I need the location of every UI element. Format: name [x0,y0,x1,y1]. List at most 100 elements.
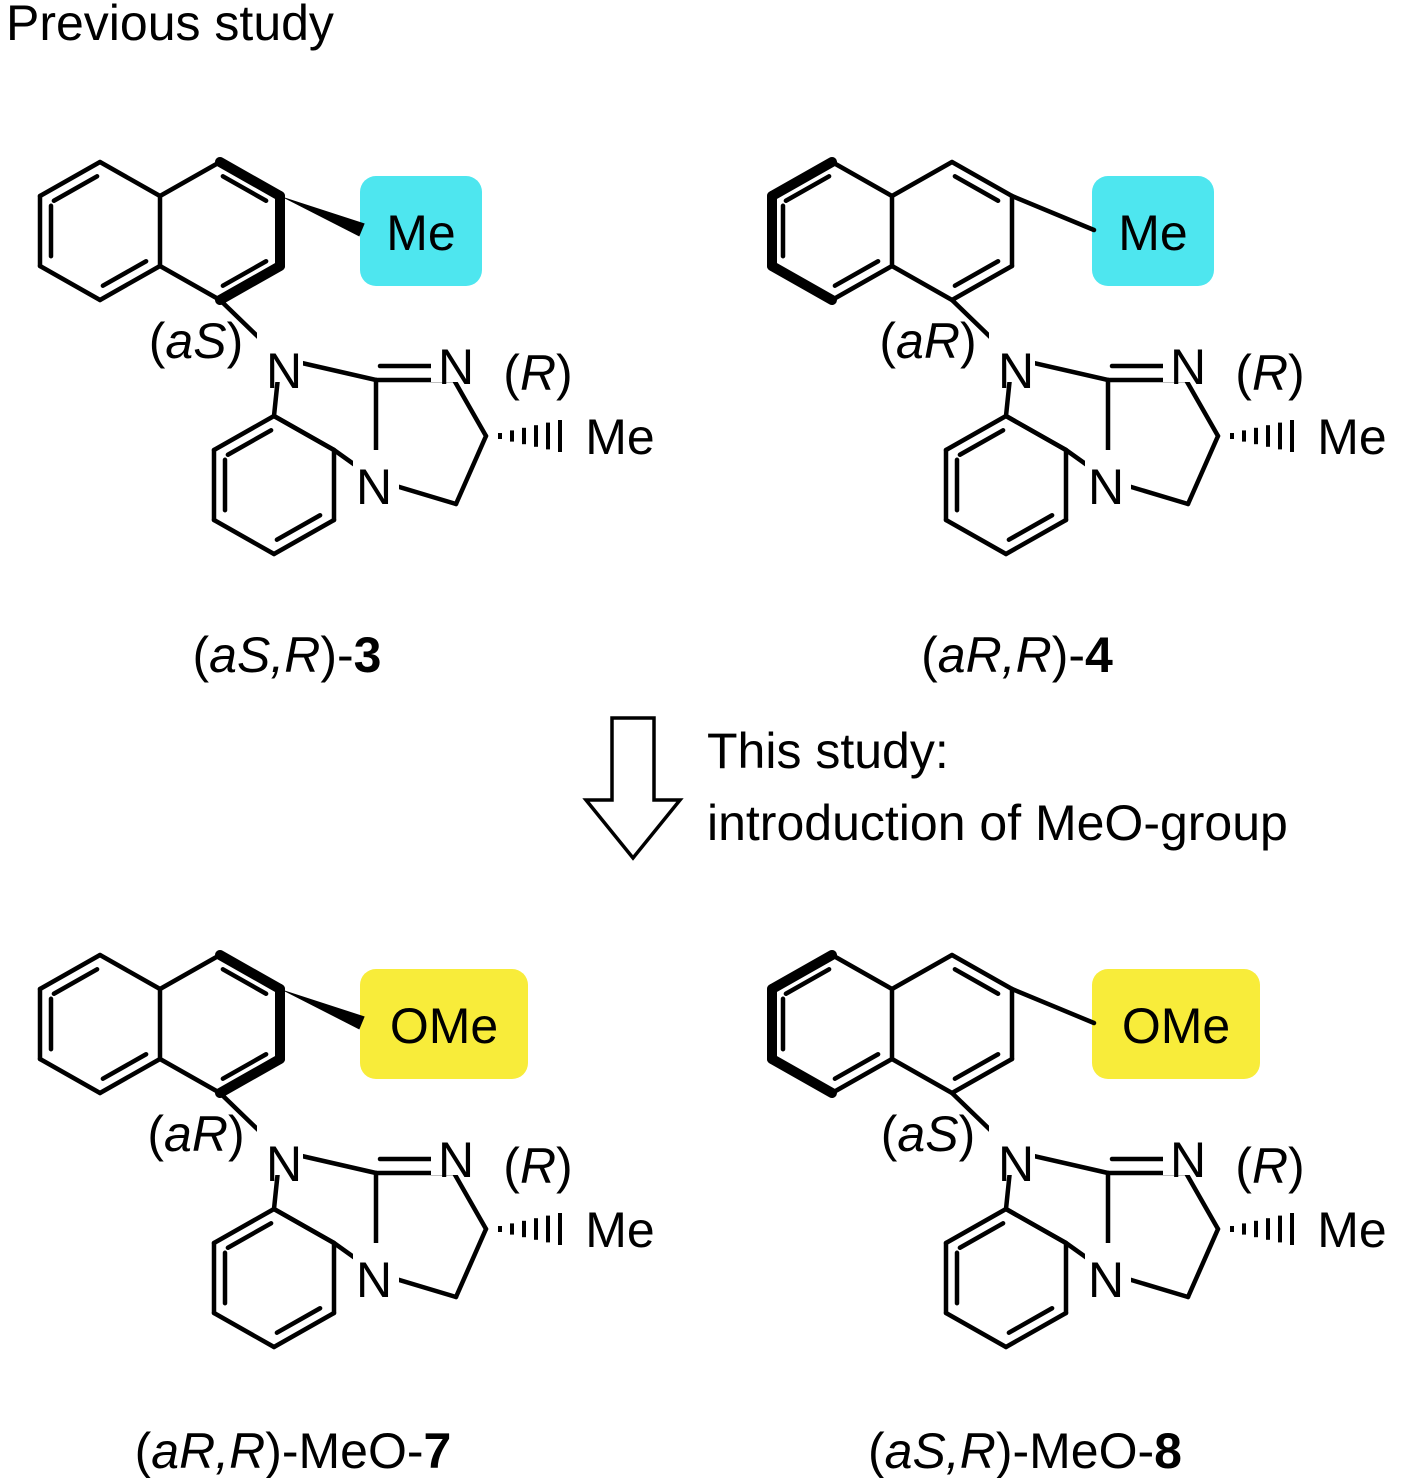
double-bond-line [783,174,832,204]
bond-line [1185,433,1221,507]
bond-line [1183,1170,1221,1232]
atom-n-imine: N [1170,339,1206,395]
bond-line [943,1310,1009,1350]
caption-7: (aR,R)-MeO-7 [135,1423,452,1478]
bond-line [453,1226,489,1300]
atom-methyl-label: Me [585,409,654,465]
stereocenter-label: (R) [503,1138,572,1194]
atom-n-imine: N [1170,1132,1206,1188]
double-bond-line [225,1221,274,1251]
double-bond-line [952,1051,1001,1081]
label-knockout [1163,330,1209,382]
bond-line [889,1056,955,1096]
label-knockout [1085,450,1131,502]
double-bond-line [220,174,269,204]
substituent-highlight [360,176,482,286]
double-bond-line [952,258,1001,288]
bond-line [453,433,489,507]
double-bond-line [832,1051,881,1081]
atom-methyl-label: Me [1317,1202,1386,1258]
bond-line [37,159,103,199]
atom-n-ring: N [1088,459,1124,515]
double-bond-line [51,967,100,997]
atom-n-imine: N [438,339,474,395]
bond-line [97,159,163,199]
double-bond-line [783,967,832,997]
atom-n-benzimidazole: N [266,1136,302,1192]
bond-line [1003,1206,1069,1246]
stereocenter-label: (R) [503,345,572,401]
double-bond-line [100,258,149,288]
bond-line [889,159,955,199]
double-bond-line [220,967,269,997]
label-knockout [257,1123,303,1175]
substituent-label: Me [1118,205,1187,261]
label-knockout [257,330,303,382]
bond-line [829,1056,895,1096]
bond-line [211,1206,277,1246]
double-bond-line [220,258,269,288]
bond-line [157,952,223,992]
bond-line [1183,377,1221,439]
double-bond-line [957,428,1006,458]
double-bond-line [274,512,323,542]
heading-previous-study: Previous study [6,0,334,51]
bond-line [949,159,1015,199]
bond-line [949,1056,1015,1096]
double-bond-line [100,1051,149,1081]
double-bond-line [832,258,881,288]
down-arrow-icon [582,716,684,861]
axial-chirality-label: (aS) [149,313,243,369]
arrow-text-line2: introduction of MeO-group [707,795,1288,851]
bond-line [1003,517,1069,557]
atom-n-benzimidazole: N [998,343,1034,399]
wedge-bond [280,989,365,1030]
bond-line [1003,1310,1069,1350]
label-knockout [353,450,399,502]
bond-line [271,1310,337,1350]
bond-line [451,377,489,439]
label-knockout [989,1123,1035,1175]
double-bond-line [274,1305,323,1335]
molecule-skeleton [37,157,562,557]
double-bond-line [1006,512,1055,542]
substituent-label: Me [386,205,455,261]
double-bond-line [957,1221,1006,1251]
bond-line [215,261,285,305]
arrow-text-line1: This study: [707,723,949,779]
double-bond-line [220,1051,269,1081]
double-bond-line [225,428,274,458]
atom-methyl-label: Me [585,1202,654,1258]
bond-line [451,1170,489,1232]
bond-line [211,1310,277,1350]
bond-line [97,952,163,992]
caption-3: (aS,R)-3 [193,627,382,683]
label-knockout [353,1243,399,1295]
bond-line [215,1054,285,1098]
bond-line [889,952,955,992]
substituent-highlight [360,969,528,1079]
substituent-label: OMe [1122,998,1230,1054]
bond-line [889,263,955,303]
bond-line [37,952,103,992]
stereocenter-label: (R) [1235,345,1304,401]
substituent-label: OMe [390,998,498,1054]
atom-n-benzimidazole: N [266,343,302,399]
bond-line [271,413,337,453]
atom-n-ring: N [356,459,392,515]
bond-line [37,263,103,303]
bond-line [271,1206,337,1246]
bond-line [157,1056,223,1096]
atom-n-imine: N [438,1132,474,1188]
atom-n-benzimidazole: N [998,1136,1034,1192]
bond-line [943,517,1009,557]
bond-line [215,157,285,201]
label-knockout [989,330,1035,382]
bond-line [829,159,895,199]
molecule-skeleton [767,950,1294,1350]
